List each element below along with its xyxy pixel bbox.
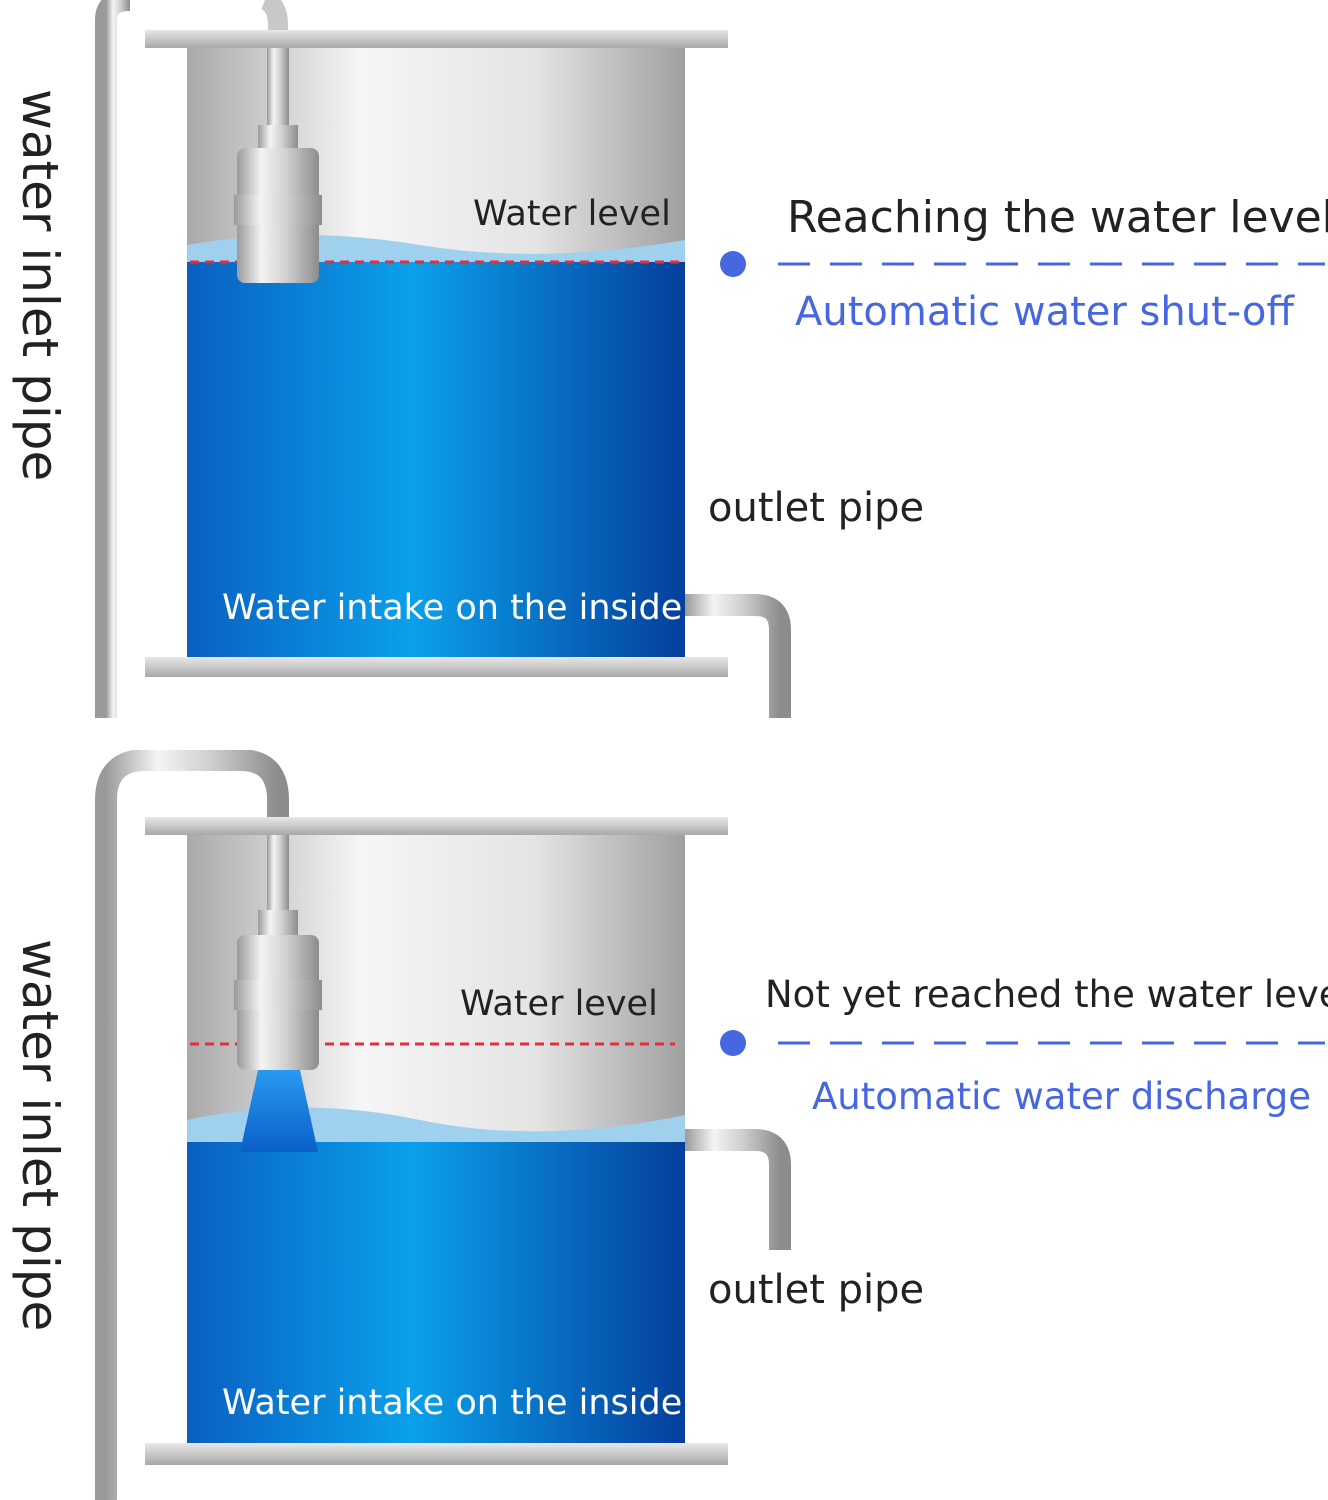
outlet-pipe-label: outlet pipe (708, 1267, 925, 1313)
water-body (187, 1142, 685, 1445)
tank-top-rim (145, 817, 728, 835)
water-level-label: Water level (473, 194, 671, 234)
state-label: Not yet reached the water level (765, 973, 1328, 1016)
action-label: Automatic water shut-off (795, 289, 1294, 335)
water-spray (240, 1070, 318, 1152)
tank-bottom-rim (145, 657, 728, 677)
inlet-pipe-top (260, 0, 288, 140)
state-label: Reaching the water level (787, 192, 1328, 243)
tank-diagram-graphic (95, 750, 1325, 1500)
outlet-pipe (685, 1129, 791, 1250)
inlet-pipe-label: water inlet pipe (11, 89, 69, 482)
inlet-pipe-label: water inlet pipe (11, 939, 69, 1332)
inlet-pipe (95, 0, 131, 718)
float-valve (234, 835, 322, 1152)
inlet-pipe (95, 750, 289, 1500)
water-body (187, 262, 685, 658)
action-label: Automatic water discharge (812, 1075, 1312, 1118)
panel-water-level-not-reached: water inlet pipe Water level Not yet rea… (0, 750, 1328, 1500)
outlet-pipe-label: outlet pipe (708, 485, 925, 531)
water-level-label: Water level (460, 984, 658, 1024)
intake-label: Water intake on the inside (222, 1383, 683, 1423)
outlet-pipe (685, 594, 791, 718)
tank-bottom-rim (145, 1443, 728, 1465)
panel-water-level-reached: water inlet pipe Water level Reaching th… (11, 0, 1328, 718)
level-marker-dot (720, 251, 746, 277)
float-valve (234, 48, 322, 283)
level-marker-dot (720, 1030, 746, 1056)
tank-diagram-graphic (95, 0, 1325, 718)
tank-top-rim (145, 30, 728, 48)
intake-label: Water intake on the inside (222, 588, 683, 628)
